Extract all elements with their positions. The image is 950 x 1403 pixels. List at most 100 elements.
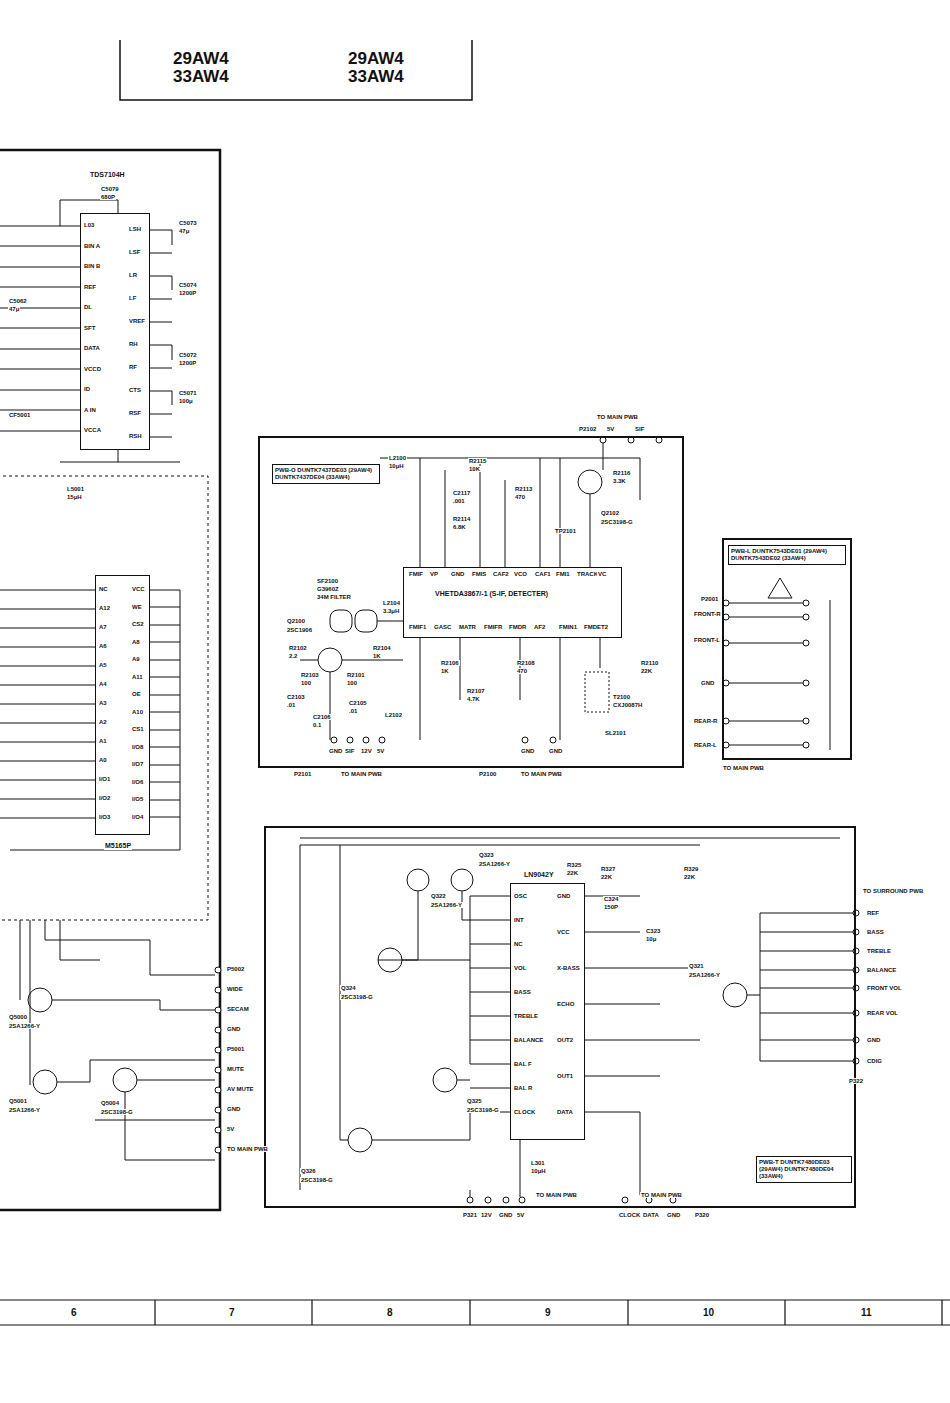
component-label: DATA [642, 1212, 660, 1218]
component-label: 2SC3198-G [100, 1109, 134, 1115]
transistor-symbol [348, 1128, 372, 1152]
board-label: PWB-T DUNTK7480DE03 (29AW4) DUNTK7480DE0… [756, 1156, 852, 1183]
component-label: 22K [566, 870, 579, 876]
component-label: R2113 [514, 486, 533, 492]
component-label: SFT [83, 325, 96, 331]
circuit-board: PWB-L DUNTK7543DE01 (29AW4) DUNTK7543DE0… [722, 538, 852, 760]
component-label: 6.8K [452, 524, 467, 530]
component-label: 1K [440, 668, 450, 674]
component-label: P2102 [578, 426, 597, 432]
component-label: ID [83, 386, 91, 392]
component-label: 2SA1266-Y [688, 972, 721, 978]
wire [60, 200, 180, 462]
component-label: I/O3 [98, 814, 111, 820]
transistor-symbol [33, 1070, 57, 1094]
model-number: 33AW4 [172, 68, 230, 85]
component-label: VCC [556, 929, 571, 935]
component-label: CLOCK [618, 1212, 641, 1218]
component-label: Q5004 [100, 1100, 120, 1106]
component-label: 5V [376, 748, 385, 754]
component-label: 2SC3198-G [300, 1177, 334, 1183]
component-label: REAR VOL [866, 1010, 899, 1016]
component-label: P5002 [226, 966, 245, 972]
component-label: P5001 [226, 1046, 245, 1052]
wire [300, 845, 520, 1197]
connector-pins [331, 437, 662, 743]
component-label: GND [328, 748, 343, 754]
transistor-symbol [28, 988, 52, 1012]
component-label: 2SA1266-Y [8, 1023, 41, 1029]
component-label: C2105 [348, 700, 368, 706]
component-label: GND [700, 680, 715, 686]
component-label: BASS [513, 989, 532, 995]
component-label: VCCA [83, 427, 102, 433]
component-label: R2108 [516, 660, 536, 666]
component-label: SIF [634, 426, 645, 432]
component-label: C5071 [178, 390, 198, 396]
component-label: Q2102 [600, 510, 620, 516]
component-label: R2115 [468, 458, 487, 464]
component-label: AF2 [533, 624, 546, 630]
grid-number: 9 [544, 1308, 552, 1318]
component-label: 2SC3198-G [600, 519, 634, 525]
component-label: 470 [516, 668, 528, 674]
component-label: R2107 [466, 688, 486, 694]
component-label: P321 [462, 1212, 478, 1218]
component-label: SIF [344, 748, 355, 754]
component-label: NC [513, 941, 524, 947]
component-label: RSH [128, 433, 143, 439]
component-label: 2SA1266-Y [8, 1107, 41, 1113]
component-label: T2100 [612, 694, 631, 700]
component-label: Q322 [430, 893, 447, 899]
component-label: P2100 [478, 771, 497, 777]
wire [729, 600, 830, 750]
component-label: 470 [514, 494, 526, 500]
component-label: P322 [848, 1078, 864, 1084]
component-label: RSF [128, 410, 142, 416]
bus-wires [0, 590, 98, 818]
component-label: SL2101 [604, 730, 627, 736]
filter-symbol [355, 610, 377, 632]
component-label: CAF1 [534, 571, 552, 577]
component-label: 5V [606, 426, 615, 432]
model-number: 33AW4 [347, 68, 405, 85]
connector-pins [215, 967, 221, 1153]
filter-symbol [330, 610, 352, 632]
component-label: A10 [131, 709, 144, 715]
component-label: 5V [226, 1126, 235, 1132]
grid-number: 11 [860, 1308, 873, 1318]
component-label: 3.3μH [382, 608, 400, 614]
component-label: 150P [603, 904, 619, 910]
component-label: CLOCK [513, 1109, 536, 1115]
component-label: 5V [516, 1212, 525, 1218]
component-label: C5062 [8, 298, 28, 304]
component-label: TO MAIN PWB [340, 771, 383, 777]
component-label: NC [98, 586, 109, 592]
transistor-symbol [578, 470, 602, 494]
component-label: FMIF1 [408, 624, 427, 630]
transistor-symbol [318, 648, 342, 672]
component-label: A3 [98, 700, 108, 706]
component-label: 47μ [8, 306, 20, 312]
transistor-symbol [433, 1068, 457, 1092]
component-label: R2110 [640, 660, 659, 666]
component-label: 100μ [178, 398, 194, 404]
component-label: GND [520, 748, 535, 754]
component-label: GND [556, 893, 571, 899]
component-label: LF [128, 295, 137, 301]
component-label: 3.3K [612, 478, 627, 484]
component-label: DATA [83, 345, 101, 351]
component-label: TO MAIN PWB [640, 1192, 683, 1198]
component-label: TRACK [576, 571, 599, 577]
component-label: L2100 [388, 455, 407, 461]
component-label: P2001 [700, 596, 719, 602]
component-label: 0.1 [312, 722, 322, 728]
component-label: VCC [131, 586, 146, 592]
component-label: R327 [600, 866, 616, 872]
component-label: GND [548, 748, 563, 754]
component-label: A1 [98, 738, 108, 744]
component-label: FMDR [508, 624, 527, 630]
component-label: I/O4 [131, 814, 144, 820]
component-label: A5 [98, 662, 108, 668]
component-label: C2106 [312, 714, 332, 720]
